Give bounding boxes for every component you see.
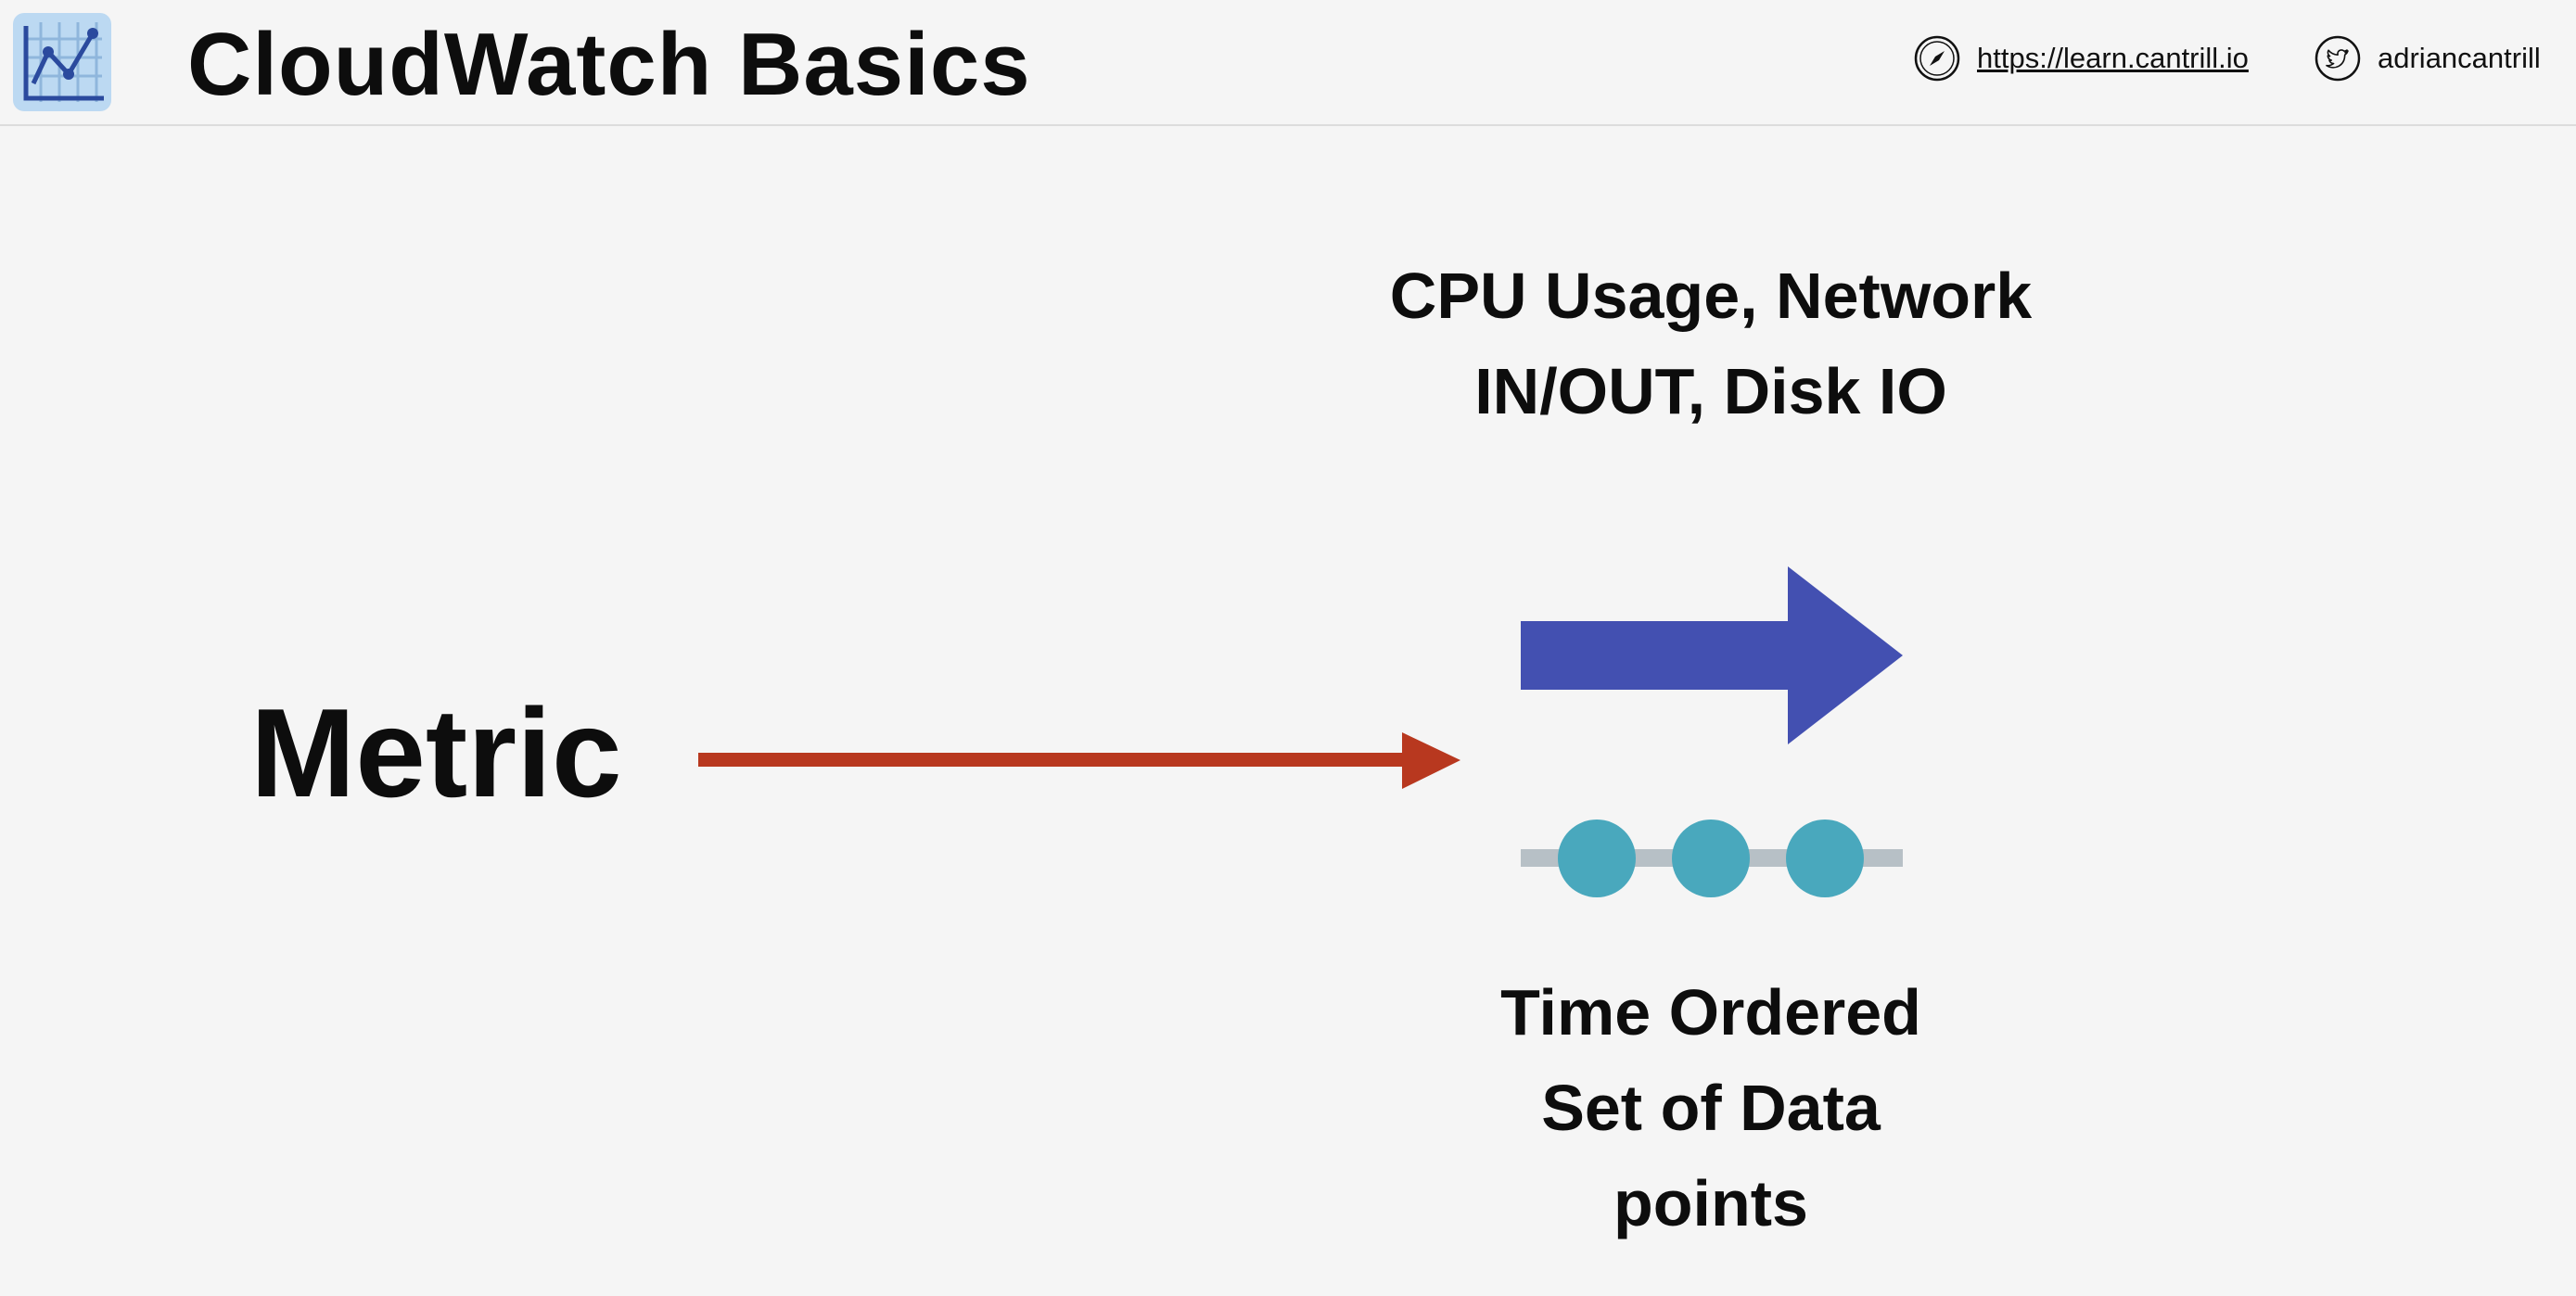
line-chart-icon <box>13 13 111 111</box>
data-point <box>1786 820 1864 897</box>
metrics-examples-label: CPU Usage, Network IN/OUT, Disk IO <box>1389 260 2033 427</box>
data-point <box>1558 820 1636 897</box>
twitter-handle-text[interactable]: adriancantrill <box>2378 42 2541 74</box>
output-arrow <box>1521 566 1903 744</box>
data-points-timeline <box>1521 820 1903 897</box>
website-link-text[interactable]: https://learn.cantrill.io <box>1977 42 2249 74</box>
header-bar: CloudWatch Basics https://learn.cantrill… <box>0 0 2576 126</box>
metric-label: Metric <box>250 682 622 823</box>
compass-icon <box>1914 35 1960 82</box>
website-link[interactable]: https://learn.cantrill.io <box>1914 35 2249 82</box>
twitter-handle[interactable]: adriancantrill <box>2315 35 2541 82</box>
twitter-bird-icon <box>2315 35 2361 82</box>
metric-arrow <box>698 732 1460 789</box>
time-series-label: Time Ordered Set of Data points <box>1500 976 1921 1239</box>
page-title: CloudWatch Basics <box>187 15 1031 114</box>
data-point <box>1672 820 1750 897</box>
